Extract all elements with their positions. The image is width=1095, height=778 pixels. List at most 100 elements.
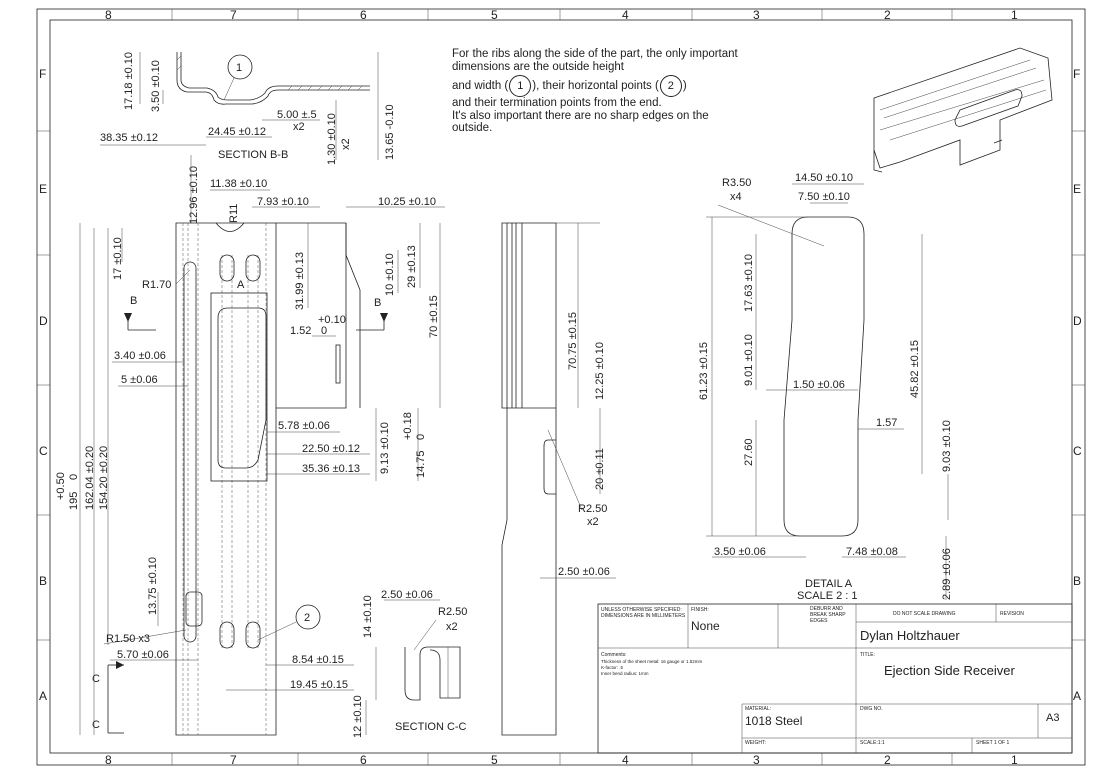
tb-deburr-2: BREAK SHARP: [810, 612, 846, 618]
zone-row-b: B: [39, 574, 47, 588]
zone-col-4: 4: [622, 8, 629, 22]
top-notch: [215, 222, 245, 232]
dim-r1-70: R1.70: [142, 279, 171, 291]
tb-author: Dylan Holtzhauer: [860, 628, 960, 643]
inner-border: [49, 19, 1073, 754]
tb-sheet-label: SHEET 1 OF 1: [976, 740, 1009, 746]
rib-top-left: [219, 254, 235, 282]
tb-finish-value: None: [691, 619, 720, 633]
detail-a-view: 61.23 ±0.15 R3.50 x4 14.50 ±0.10 7.50 ±0…: [698, 172, 953, 602]
dim-5-00-x2: x2: [293, 121, 305, 133]
dim-cc-2-50: 2.50 ±0.06: [381, 589, 433, 601]
dim-7-48: 7.48 ±0.08: [846, 546, 898, 558]
zone-col-1-bottom: 1: [1011, 753, 1018, 767]
section-bb-hatch: [176, 55, 363, 91]
iso-outline: [873, 47, 1053, 169]
zone-row-a-right: A: [1073, 689, 1081, 703]
dim-cc-12: 12 ±0.10: [352, 695, 364, 738]
zone-col-6: 6: [360, 8, 367, 22]
zone-col-5-bottom: 5: [491, 753, 498, 767]
zone-ticks: [37, 9, 1085, 765]
note-line-3: and their termination points from the en…: [452, 97, 662, 109]
dim-14-75: 14.75: [415, 450, 427, 478]
zone-row-d-right: D: [1073, 314, 1082, 328]
dim-1-52-tol-dn: 0: [321, 325, 327, 337]
dim-195-tol-up: +0.50: [55, 472, 67, 500]
iso-flange: [873, 150, 883, 173]
long-rib-slot: [183, 261, 197, 643]
zone-col-3: 3: [753, 8, 760, 22]
tb-material: 1018 Steel: [745, 714, 802, 728]
tb-weight-label: WEIGHT:: [745, 740, 766, 746]
dim-13-75: 13.75 ±0.10: [147, 557, 159, 615]
detail-a-window-outline: [783, 216, 865, 537]
dim-r3-50-x4: x4: [730, 191, 742, 203]
note-line-4: It's also important there are no sharp e…: [452, 109, 709, 135]
tb-scale-label: SCALE:1:1: [860, 740, 885, 746]
tb-material-label: MATERIAL:: [745, 706, 771, 712]
side-view-tab: [543, 439, 556, 495]
zone-col-5: 5: [491, 8, 498, 22]
dim-31-99: 31.99 ±0.13: [294, 252, 306, 310]
outer-border: [36, 8, 1086, 766]
callout-2-circle: [295, 604, 321, 630]
zone-col-6-bottom: 6: [360, 753, 367, 767]
zone-col-2: 2: [884, 8, 891, 22]
dim-cc-14: 14 ±0.10: [362, 595, 374, 638]
note-callout-2: 2: [659, 75, 682, 97]
dim-27-60: 27.60: [743, 438, 755, 466]
dim-9-01: 9.01 ±0.10: [743, 334, 755, 386]
dim-1-30-x2: x2: [340, 138, 352, 150]
dim-12-25: 12.25 ±0.10: [594, 342, 606, 400]
dim-162-04: 162.04 ±0.20: [84, 446, 96, 510]
note-line-2b: ), their horizontal points (: [532, 80, 659, 92]
dim-r2-50: R2.50: [578, 503, 607, 515]
dim-22-50: 22.50 ±0.12: [302, 443, 360, 455]
zone-row-e: E: [39, 182, 47, 196]
tb-finish-label: FINISH:: [691, 607, 709, 613]
cut-c-bottom: C: [92, 719, 100, 731]
zone-row-c-right: C: [1073, 444, 1082, 458]
dim-195: 195: [68, 492, 80, 510]
note-line-2a: and width (: [452, 80, 509, 92]
note-callout-1: 1: [509, 75, 532, 97]
rib-bottom-right: [245, 621, 261, 649]
tb-dims-mm: DIMENSIONS ARE IN MILLIMETERS: [601, 613, 686, 619]
tb-comment-3: Inner bend radius: 1mm: [601, 671, 649, 676]
section-cc-label: SECTION C-C: [395, 721, 467, 733]
dim-1-30: 1.30 ±0.10: [326, 113, 338, 165]
dim-70: 70 ±0.15: [428, 295, 440, 338]
dim-17: 17 ±0.10: [112, 237, 124, 280]
zone-col-7-bottom: 7: [230, 753, 237, 767]
dim-2-89: 2.89 ±0.06: [941, 548, 953, 600]
design-note: For the ribs along the side of the part,…: [452, 48, 742, 135]
tb-deburr-1: DEBURR AND: [810, 606, 843, 612]
callout-1-circle: [227, 54, 253, 80]
dim-24-45: 24.45 ±0.12: [208, 126, 266, 138]
dim-3-50: 3.50 ±0.10: [150, 60, 162, 112]
dim-5: 5 ±0.06: [121, 374, 158, 386]
dim-14-75-tol-up: +0.18: [402, 412, 414, 440]
section-bb-profile-inner: [180, 52, 370, 101]
dim-7-50: 7.50 ±0.10: [798, 191, 850, 203]
iso-ribs: [879, 59, 1047, 141]
zone-col-8-bottom: 8: [105, 753, 112, 767]
zone-col-4-bottom: 4: [622, 753, 629, 767]
isometric-view: [873, 47, 1053, 173]
dim-5-78: 5.78 ±0.06: [278, 420, 330, 432]
section-bb-label: SECTION B-B: [218, 149, 288, 161]
zone-row-c: C: [39, 444, 48, 458]
dim-r11: R11: [228, 204, 240, 223]
cut-b-left: B: [130, 295, 137, 307]
flange-taper: [345, 223, 361, 408]
zone-labels: 8 7 6 5 4 3 2 1 8 7 6 5 4 3 2 1 F E D C …: [39, 8, 1082, 767]
dim-45-82: 45.82 ±0.15: [909, 340, 921, 398]
tb-comment-2: K-factor: .5: [601, 665, 624, 670]
small-slot: [335, 344, 341, 384]
iso-window: [954, 89, 1023, 127]
rib-top-right: [245, 254, 261, 282]
dim-11-38: 11.38 ±0.10: [210, 178, 267, 190]
zone-col-3-bottom: 3: [753, 753, 760, 767]
dim-12-96: 12.96 ±0.10: [188, 166, 200, 224]
dim-1-50: 1.50 ±0.06: [793, 379, 845, 391]
